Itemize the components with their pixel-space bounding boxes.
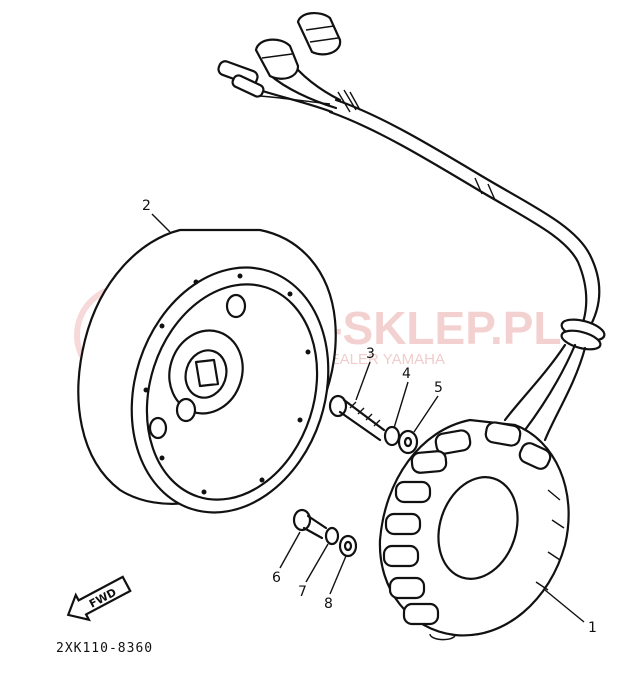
part-label-2: 2 xyxy=(142,198,151,214)
part-label-8: 8 xyxy=(324,596,333,612)
drawing-code: 2XK110-8360 xyxy=(56,641,153,656)
connector-plug-medium xyxy=(254,38,300,80)
leader-lines xyxy=(151,213,585,623)
part-label-4: 4 xyxy=(402,366,411,382)
washer-8 xyxy=(338,534,358,558)
washer-7 xyxy=(324,526,340,546)
part-label-6: 6 xyxy=(272,570,281,586)
part-label-7: 7 xyxy=(298,584,307,600)
bolt-3 xyxy=(328,394,386,442)
fwd-arrow-icon: FWD xyxy=(66,575,132,622)
connector-plug-small xyxy=(217,60,265,98)
flywheel-rotor xyxy=(77,228,337,514)
washer-5 xyxy=(397,429,419,455)
connector-plug-large xyxy=(296,12,342,56)
screw-6 xyxy=(292,508,328,540)
part-label-1: 1 xyxy=(588,620,597,636)
wire-harness xyxy=(243,58,606,442)
stator-coil xyxy=(378,418,570,641)
washer-4 xyxy=(383,425,401,447)
part-label-5: 5 xyxy=(434,380,443,396)
part-label-3: 3 xyxy=(366,346,375,362)
